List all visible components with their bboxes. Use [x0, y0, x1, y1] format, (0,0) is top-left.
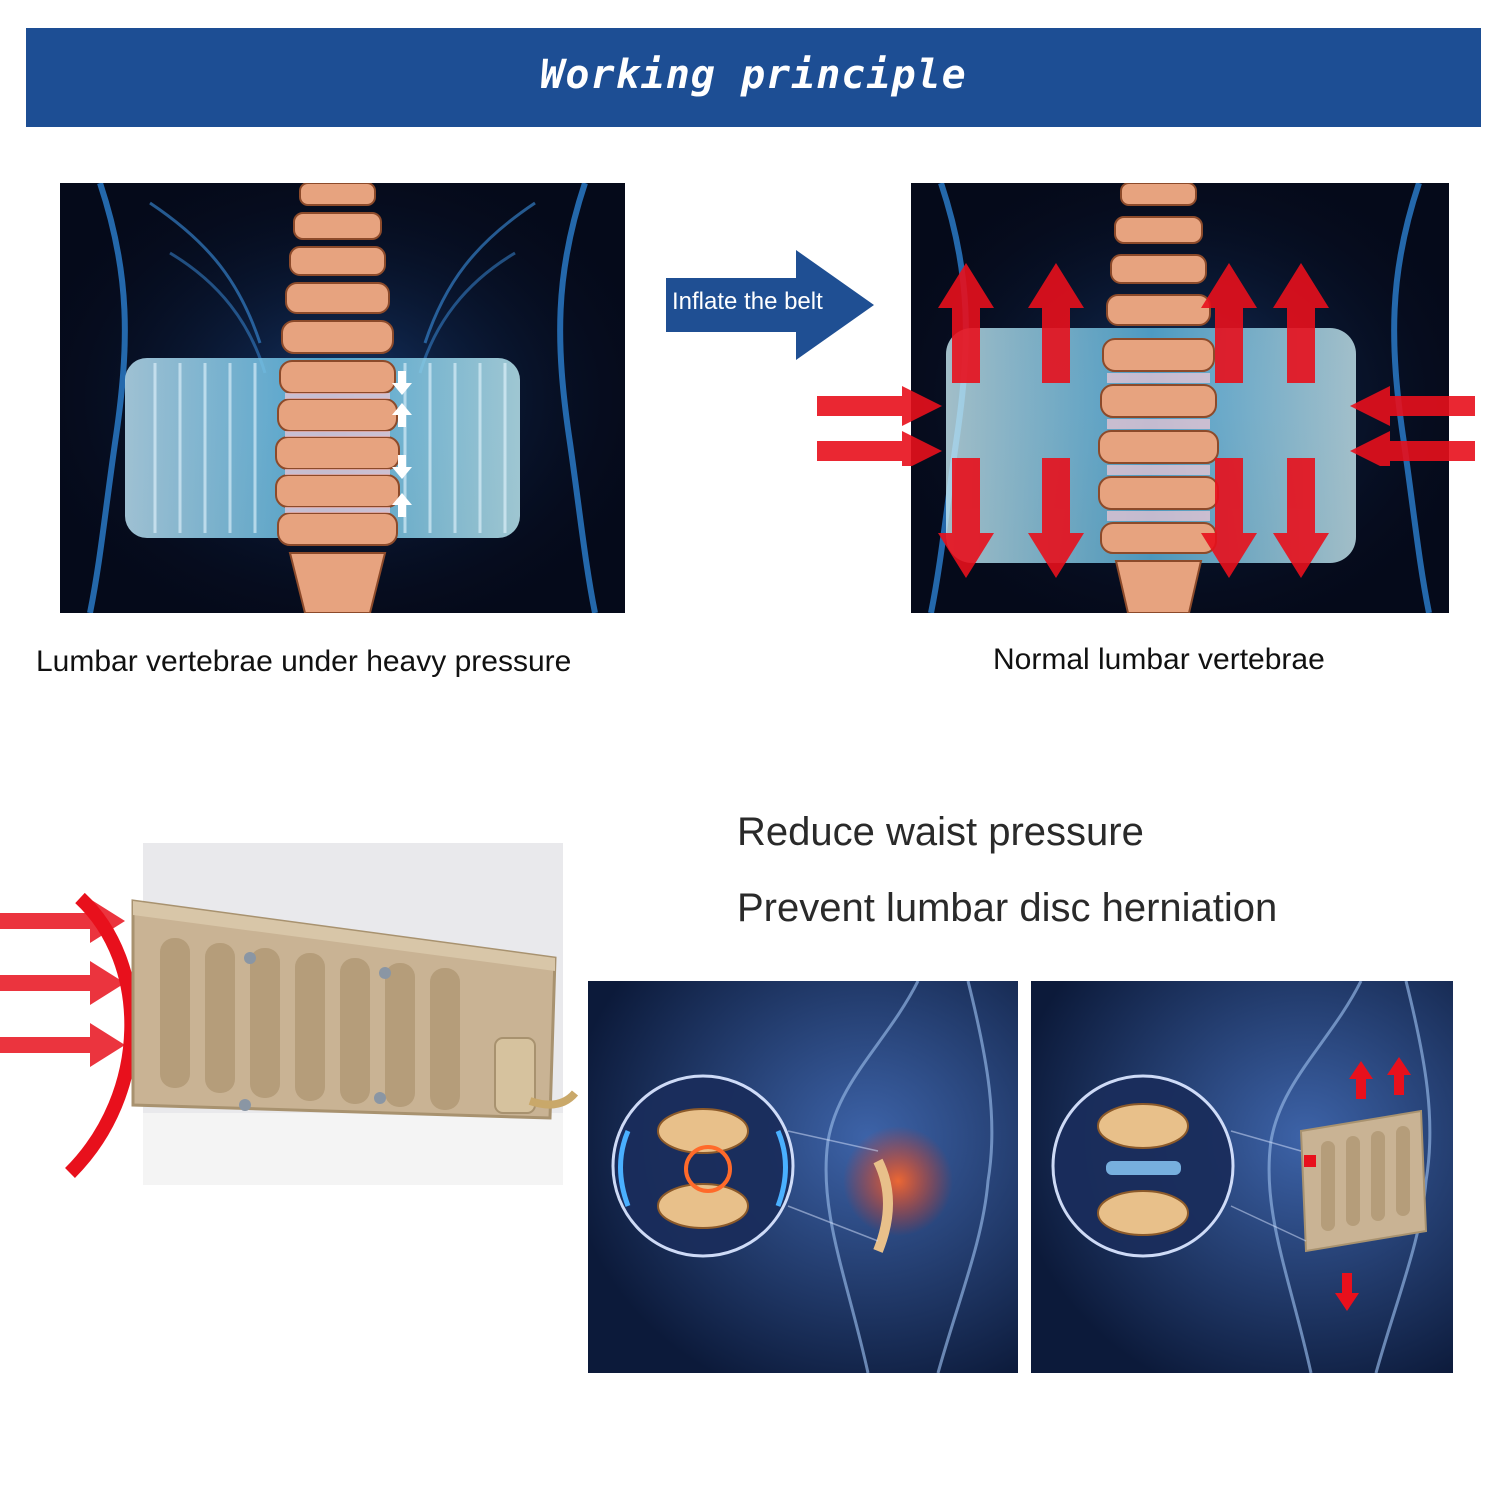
page-title: Working principle — [540, 52, 967, 98]
belt-product-image — [0, 843, 590, 1185]
white-arrow-icon — [392, 371, 412, 517]
header-banner: Working principle — [26, 28, 1481, 127]
right-arrow-icon — [666, 250, 874, 360]
red-arrow-icon — [817, 386, 942, 466]
red-arrow-icon — [938, 263, 1329, 578]
after-caption: Normal lumbar vertebrae — [993, 643, 1325, 676]
spine-pain-illustration — [588, 981, 1018, 1373]
belt-relief-illustration — [1031, 981, 1453, 1373]
right-pressure-arrows — [1345, 386, 1475, 466]
before-caption: Lumbar vertebrae under heavy pressure — [36, 645, 572, 678]
red-arrow-icon — [1286, 1057, 1411, 1311]
left-pressure-arrows — [817, 386, 947, 466]
red-arrow-icon — [1350, 386, 1475, 466]
benefit-prevent-herniation: Prevent lumbar disc herniation — [737, 886, 1278, 930]
inflate-arrow-label: Inflate the belt — [672, 288, 823, 315]
red-arrow-icon — [0, 899, 125, 1067]
inflate-arrow: Inflate the belt — [666, 250, 874, 360]
xray-before-image — [60, 183, 625, 613]
xray-after-image — [911, 183, 1449, 613]
benefit-reduce-pressure: Reduce waist pressure — [737, 810, 1144, 854]
